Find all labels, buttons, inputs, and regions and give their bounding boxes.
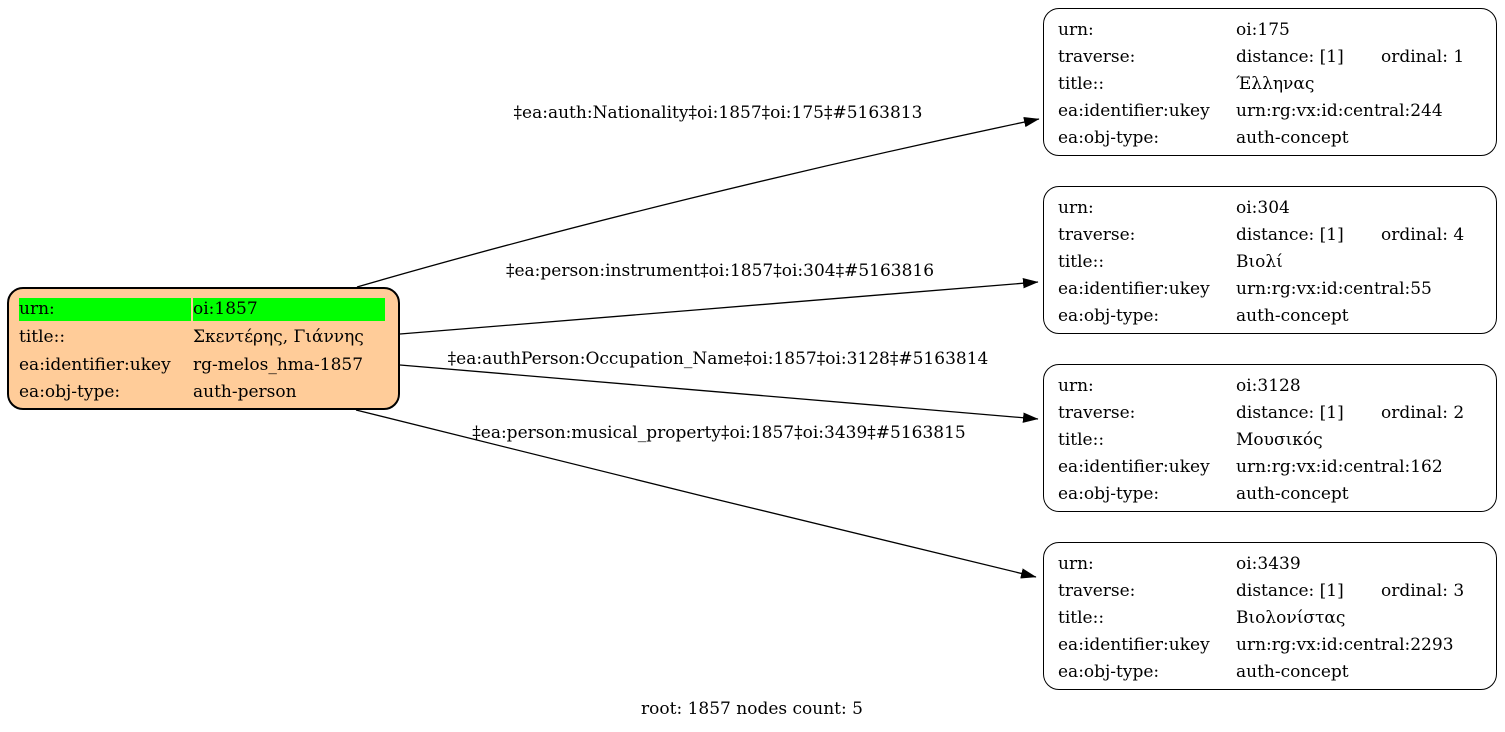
field-label-urn: urn: bbox=[1058, 19, 1094, 40]
node-row-traverse: traverse: distance: [1] ordinal: 2 bbox=[1058, 399, 1496, 426]
field-label-traverse: traverse: bbox=[1058, 46, 1136, 67]
field-label-objtype: ea:obj-type: bbox=[1058, 483, 1160, 504]
field-value-ordinal: ordinal: 2 bbox=[1381, 402, 1465, 423]
field-value-distance: distance: [1] bbox=[1236, 402, 1344, 423]
field-label-title: title:: bbox=[1058, 251, 1105, 272]
field-value-ukey: rg-melos_hma-1857 bbox=[193, 354, 364, 375]
node-row-title: title:: Μουσικός bbox=[1058, 426, 1496, 453]
edge-instrument bbox=[399, 278, 1039, 335]
node-row-urn: urn: oi:175 bbox=[1058, 16, 1496, 43]
field-value-objtype: auth-concept bbox=[1236, 127, 1349, 148]
field-label-title: title:: bbox=[1058, 73, 1105, 94]
field-label-objtype: ea:obj-type: bbox=[1058, 127, 1160, 148]
field-label-urn: urn: bbox=[1058, 197, 1094, 218]
node-row-objtype: ea:obj-type: auth-concept bbox=[1058, 658, 1496, 685]
field-label-traverse: traverse: bbox=[1058, 224, 1136, 245]
field-label-urn: urn: bbox=[1058, 375, 1094, 396]
edge-label-occupation: ‡ea:authPerson:Occupation_Name‡oi:1857‡o… bbox=[447, 349, 989, 369]
edge-label-instrument: ‡ea:person:instrument‡oi:1857‡oi:304‡#51… bbox=[505, 261, 935, 281]
field-label-title: title:: bbox=[1058, 607, 1105, 628]
edge-nationality bbox=[356, 116, 1040, 288]
field-value-title: Μουσικός bbox=[1236, 429, 1323, 450]
field-value-urn: oi:304 bbox=[1236, 197, 1290, 218]
edge-label-musical-property: ‡ea:person:musical_property‡oi:1857‡oi:3… bbox=[472, 423, 966, 443]
field-value-ukey: urn:rg:vx:id:central:244 bbox=[1236, 100, 1443, 121]
field-label-ukey: ea:identifier:ukey bbox=[1058, 278, 1210, 299]
node-row-ukey: ea:identifier:ukey urn:rg:vx:id:central:… bbox=[1058, 275, 1496, 302]
field-label-objtype: ea:obj-type: bbox=[19, 382, 121, 403]
field-label-title: title:: bbox=[1058, 429, 1105, 450]
node-oi-175: urn: oi:175 traverse: distance: [1] ordi… bbox=[1043, 8, 1497, 156]
field-label-traverse: traverse: bbox=[1058, 402, 1136, 423]
node-row-title: title:: Βιολονίστας bbox=[1058, 604, 1496, 631]
field-label-ukey: ea:identifier:ukey bbox=[19, 354, 171, 375]
root-row-urn: urn: oi:1857 bbox=[19, 296, 388, 324]
node-row-objtype: ea:obj-type: auth-concept bbox=[1058, 480, 1496, 507]
node-row-urn: urn: oi:3128 bbox=[1058, 372, 1496, 399]
node-row-objtype: ea:obj-type: auth-concept bbox=[1058, 302, 1496, 329]
field-value-urn: oi:175 bbox=[1236, 19, 1290, 40]
field-label-traverse: traverse: bbox=[1058, 580, 1136, 601]
root-row-objtype: ea:obj-type: auth-person bbox=[19, 379, 388, 407]
field-value-distance: distance: [1] bbox=[1236, 580, 1344, 601]
field-value-ukey: urn:rg:vx:id:central:162 bbox=[1236, 456, 1443, 477]
field-label-objtype: ea:obj-type: bbox=[1058, 661, 1160, 682]
field-label-urn: urn: bbox=[1058, 553, 1094, 574]
field-value-ordinal: ordinal: 1 bbox=[1381, 46, 1465, 67]
node-oi-3128: urn: oi:3128 traverse: distance: [1] ord… bbox=[1043, 364, 1497, 512]
node-row-traverse: traverse: distance: [1] ordinal: 4 bbox=[1058, 221, 1496, 248]
root-row-ukey: ea:identifier:ukey rg-melos_hma-1857 bbox=[19, 351, 388, 379]
field-label-urn: urn: bbox=[19, 298, 191, 322]
field-value-title: Σκεντέρης, Γιάννης bbox=[193, 327, 364, 348]
field-label-title: title:: bbox=[19, 327, 66, 348]
node-row-ukey: ea:identifier:ukey urn:rg:vx:id:central:… bbox=[1058, 97, 1496, 124]
node-row-traverse: traverse: distance: [1] ordinal: 3 bbox=[1058, 577, 1496, 604]
root-row-title: title:: Σκεντέρης, Γιάννης bbox=[19, 324, 388, 352]
node-oi-304: urn: oi:304 traverse: distance: [1] ordi… bbox=[1043, 186, 1497, 334]
field-value-urn: oi:3128 bbox=[1236, 375, 1301, 396]
field-label-ukey: ea:identifier:ukey bbox=[1058, 100, 1210, 121]
graph-caption: root: 1857 nodes count: 5 bbox=[641, 699, 863, 719]
node-row-urn: urn: oi:3439 bbox=[1058, 550, 1496, 577]
edge-musical-property bbox=[355, 409, 1037, 579]
edge-label-nationality: ‡ea:auth:Nationality‡oi:1857‡oi:175‡#516… bbox=[513, 103, 923, 123]
field-value-objtype: auth-concept bbox=[1236, 661, 1349, 682]
node-row-urn: urn: oi:304 bbox=[1058, 194, 1496, 221]
field-label-ukey: ea:identifier:ukey bbox=[1058, 634, 1210, 655]
field-value-title: Βιολί bbox=[1236, 251, 1283, 272]
node-row-title: title:: Βιολί bbox=[1058, 248, 1496, 275]
field-value-distance: distance: [1] bbox=[1236, 46, 1344, 67]
node-row-objtype: ea:obj-type: auth-concept bbox=[1058, 124, 1496, 151]
root-node-oi-1857: urn: oi:1857 title:: Σκεντέρης, Γιάννης … bbox=[7, 287, 400, 410]
node-row-traverse: traverse: distance: [1] ordinal: 1 bbox=[1058, 43, 1496, 70]
node-oi-3439: urn: oi:3439 traverse: distance: [1] ord… bbox=[1043, 542, 1497, 690]
field-value-ordinal: ordinal: 3 bbox=[1381, 580, 1465, 601]
field-value-objtype: auth-person bbox=[193, 382, 297, 403]
field-label-objtype: ea:obj-type: bbox=[1058, 305, 1160, 326]
field-value-urn: oi:3439 bbox=[1236, 553, 1301, 574]
field-value-distance: distance: [1] bbox=[1236, 224, 1344, 245]
field-value-ordinal: ordinal: 4 bbox=[1381, 224, 1465, 245]
field-value-ukey: urn:rg:vx:id:central:2293 bbox=[1236, 634, 1454, 655]
field-value-ukey: urn:rg:vx:id:central:55 bbox=[1236, 278, 1432, 299]
field-value-title: Έλληνας bbox=[1236, 73, 1315, 94]
field-value-urn: oi:1857 bbox=[193, 298, 385, 322]
edge-occupation bbox=[399, 364, 1039, 423]
field-value-objtype: auth-concept bbox=[1236, 305, 1349, 326]
field-label-ukey: ea:identifier:ukey bbox=[1058, 456, 1210, 477]
field-value-title: Βιολονίστας bbox=[1236, 607, 1346, 628]
node-row-ukey: ea:identifier:ukey urn:rg:vx:id:central:… bbox=[1058, 453, 1496, 480]
field-value-objtype: auth-concept bbox=[1236, 483, 1349, 504]
node-row-title: title:: Έλληνας bbox=[1058, 70, 1496, 97]
node-row-ukey: ea:identifier:ukey urn:rg:vx:id:central:… bbox=[1058, 631, 1496, 658]
